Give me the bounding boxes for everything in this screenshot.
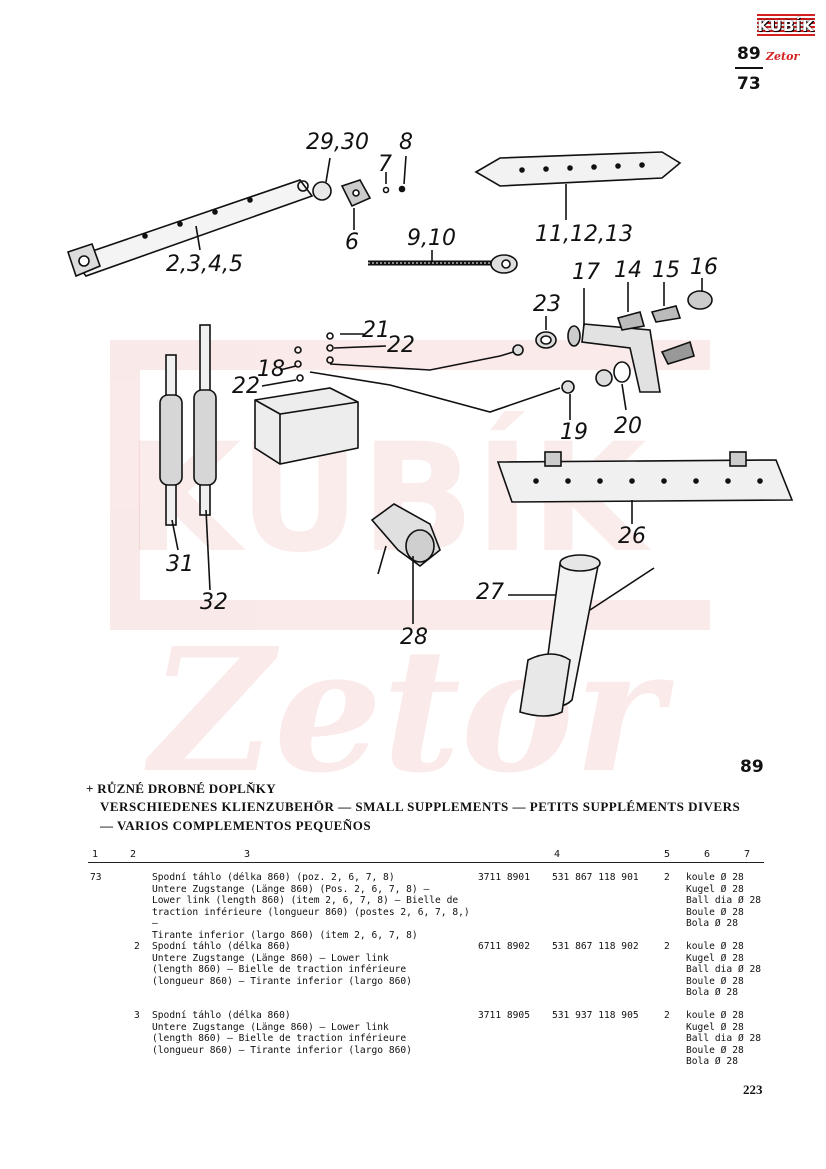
block-drawing — [254, 387, 359, 465]
table-row: 2 Spodní táhlo (délka 860)Untere Zugstan… — [88, 941, 764, 1001]
callout-9-10: 9,10 — [407, 226, 456, 251]
callout-8: 8 — [399, 130, 413, 155]
callout-22-lower: 22 — [232, 374, 260, 399]
callout-26: 26 — [618, 524, 646, 549]
page-group-number: 89 — [737, 44, 761, 64]
callout-16: 16 — [690, 255, 718, 280]
row-description: Spodní táhlo (délka 860)Untere Zugstange… — [152, 941, 412, 987]
callout-27: 27 — [476, 580, 504, 605]
row-qty: 2 — [664, 941, 670, 952]
row-code-short: 3711 8905 — [478, 1010, 530, 1021]
callout-6: 6 — [345, 230, 359, 255]
hitch-plate-drawing — [496, 459, 794, 503]
col-header-2: 2 — [130, 849, 137, 860]
callout-28: 28 — [400, 625, 428, 650]
ball-drawing — [312, 181, 332, 201]
row-qty: 2 — [664, 872, 670, 883]
col-header-4: 4 — [554, 849, 561, 860]
col-header-7: 7 — [744, 849, 751, 860]
kubik-logo: KUBÍK — [757, 14, 815, 38]
pipe-upper-drawing — [329, 349, 521, 371]
callout-29-30: 29,30 — [306, 130, 369, 155]
parts-diagram — [66, 151, 794, 717]
callout-7: 7 — [378, 152, 392, 177]
row-pos: 3 — [134, 1010, 140, 1021]
callout-23: 23 — [533, 292, 561, 317]
page-number: 223 — [743, 1082, 763, 1097]
col-header-6: 6 — [704, 849, 711, 860]
table-row: 3 Spodní táhlo (délka 860)Untere Zugstan… — [88, 1010, 764, 1070]
pipe-lower-drawing — [309, 371, 561, 413]
callout-31: 31 — [166, 552, 194, 577]
page-sub-number: 73 — [737, 74, 761, 94]
callout-32: 32 — [200, 590, 228, 615]
section-title-multilingual: VERSCHIEDENES KLIENZUBEHÖR — SMALL SUPPL… — [100, 799, 741, 814]
zetor-logo-small: Zetor — [766, 50, 800, 63]
row-code-short: 6711 8902 — [478, 941, 530, 952]
row-code-long: 531 867 118 902 — [552, 941, 639, 952]
callout-21: 21 — [362, 318, 390, 343]
table-row: 73 Spodní táhlo (délka 860) (poz. 2, 6, … — [88, 872, 764, 941]
callout-18: 18 — [257, 357, 285, 382]
col-header-5: 5 — [664, 849, 671, 860]
callout-22-upper: 22 — [387, 333, 415, 358]
valve-block-drawing — [581, 323, 661, 393]
col-header-3: 3 — [244, 849, 251, 860]
row-pos: 2 — [134, 941, 140, 952]
fraction-rule — [735, 67, 763, 69]
row-description: Spodní táhlo (délka 860) (poz. 2, 6, 7, … — [152, 872, 470, 941]
table-header: 1 2 3 4 5 6 7 — [88, 848, 764, 863]
col-header-1: 1 — [92, 849, 99, 860]
row-code-long: 531 867 118 901 — [552, 872, 639, 883]
parts-table: 1 2 3 4 5 6 7 73 Spodní táhlo (délka 860… — [88, 848, 764, 1070]
figure-number: 89 — [740, 757, 764, 777]
section-title-cz: + RŮZNÉ DROBNÉ DOPLŇKY — [86, 781, 276, 796]
row-fig-no: 73 — [90, 872, 102, 883]
callout-19: 19 — [560, 420, 588, 445]
row-description: Spodní táhlo (délka 860)Untere Zugstange… — [152, 1010, 412, 1056]
callout-15: 15 — [652, 258, 680, 283]
callout-20: 20 — [614, 414, 642, 439]
callout-17: 17 — [572, 260, 600, 285]
row-code-long: 531 937 118 905 — [552, 1010, 639, 1021]
callout-2-3-4-5: 2,3,4,5 — [166, 252, 243, 277]
callout-14: 14 — [614, 258, 642, 283]
row-qty: 2 — [664, 1010, 670, 1021]
section-title-es: — VARIOS COMPLEMENTOS PEQUEÑOS — [100, 818, 372, 833]
row-code-short: 3711 8901 — [478, 872, 530, 883]
drawbar-drawing — [474, 151, 682, 187]
callout-11-12-13: 11,12,13 — [535, 222, 633, 247]
